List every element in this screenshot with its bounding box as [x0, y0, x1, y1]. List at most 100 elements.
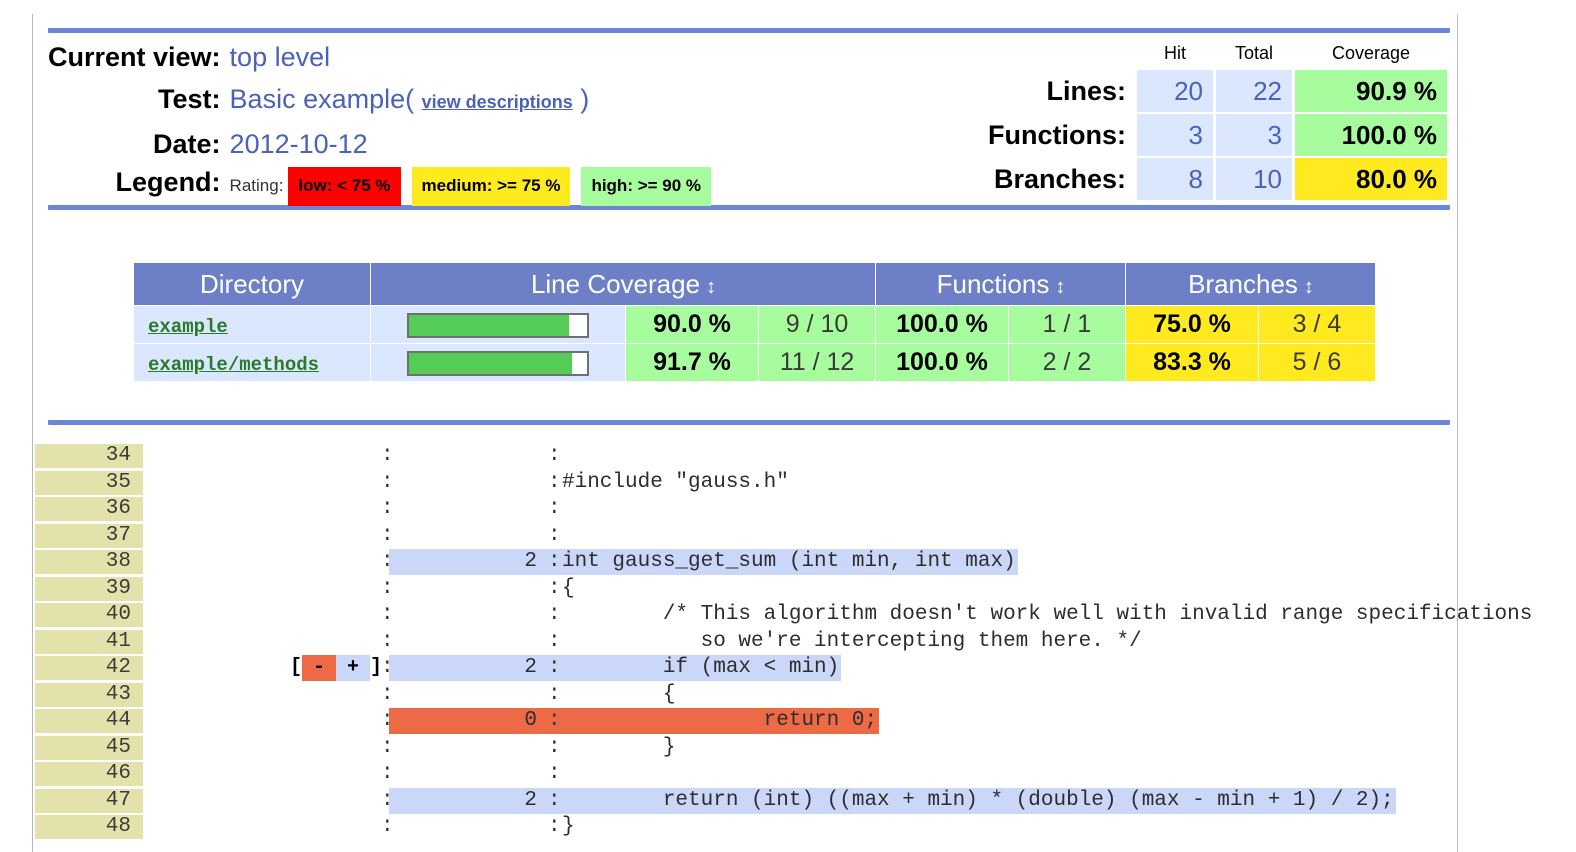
directory-link-example-methods[interactable]: example/methods — [148, 354, 320, 376]
functions-hit: 3 — [1137, 114, 1213, 156]
line-number: 46 — [35, 762, 143, 786]
line-coverage-pct: 90.0 % — [625, 305, 759, 344]
legend-medium: medium: >= 75 % — [411, 167, 571, 206]
test-label: Test: — [158, 84, 221, 114]
col-line-coverage[interactable]: Line Coverage↕ — [370, 262, 876, 306]
branch-separator: : — [381, 523, 394, 547]
summary-col-hit: Hit — [1164, 42, 1186, 63]
legend-label: Legend: — [115, 167, 221, 197]
branch-coverage-pct: 83.3 % — [1125, 343, 1259, 382]
summary-col-coverage: Coverage — [1331, 42, 1411, 63]
current-view-label: Current view: — [48, 42, 221, 72]
current-view-value: top level — [229, 42, 331, 72]
branches-total: 10 — [1216, 158, 1292, 200]
rating-caption: Rating: — [229, 176, 284, 195]
branch-separator: : — [381, 550, 394, 573]
col-functions-label: Functions — [936, 268, 1050, 299]
covered-line-highlight — [389, 787, 1396, 814]
source-line: 42[-+]:2: if (max < min) — [32, 655, 1576, 682]
paren-open: ( — [405, 84, 415, 114]
directory-coverage-table: Directory Line Coverage↕ Functions↕ Bran… — [133, 262, 1376, 382]
lines-total: 22 — [1216, 70, 1292, 112]
branch-bracket-open: [ — [289, 656, 302, 679]
report-meta-table: Current view: top level Test: Basic exam… — [48, 36, 722, 206]
coverage-bar-fill — [409, 314, 570, 336]
branch-separator: : — [381, 576, 394, 600]
line-coverage-bar-cell — [370, 343, 626, 382]
legend-values: Rating:low: < 75 % medium: >= 75 % high: >… — [230, 165, 722, 206]
page-border-left — [32, 14, 33, 852]
source-code-text: } — [562, 815, 575, 838]
summary-row-lines: Lines: 20 22 90.9 % — [987, 70, 1447, 112]
col-line-coverage-label: Line Coverage — [530, 268, 701, 299]
paren-close: ) — [580, 84, 590, 114]
summary-header-row: Hit Total Coverage — [987, 38, 1447, 68]
hit-count: 2 — [524, 550, 537, 573]
line-number: 40 — [35, 603, 143, 627]
summary-row-branches: Branches: 8 10 80.0 % — [987, 158, 1447, 200]
legend-low: low: < 75 % — [288, 167, 401, 206]
line-number: 43 — [35, 682, 143, 707]
hit-separator: : — [548, 523, 561, 547]
function-coverage-pct: 100.0 % — [875, 305, 1009, 344]
function-coverage-pct: 100.0 % — [875, 343, 1009, 382]
hit-separator: : — [548, 629, 561, 653]
source-code-text: #include "gauss.h" — [562, 470, 789, 494]
line-number: 44 — [35, 709, 143, 733]
source-line: 41:: so we're intercepting them here. */ — [32, 629, 1576, 656]
source-code-text: } — [562, 735, 676, 759]
test-name: Basic example — [229, 84, 406, 114]
branches-hit: 8 — [1137, 158, 1213, 200]
hit-count: 0 — [524, 709, 537, 732]
coverage-bar — [407, 312, 589, 338]
coverage-bar-fill — [409, 352, 573, 374]
col-branches[interactable]: Branches↕ — [1125, 262, 1376, 306]
branch-separator: : — [381, 788, 394, 812]
directory-cell[interactable]: example — [133, 305, 371, 344]
col-functions[interactable]: Functions↕ — [875, 262, 1126, 306]
hit-separator: : — [548, 603, 561, 626]
summary-col-total: Total — [1234, 42, 1274, 63]
line-number: 42 — [35, 656, 143, 680]
source-code-text: int gauss_get_sum (int min, int max) — [562, 550, 1016, 573]
hit-separator: : — [548, 735, 561, 759]
uncovered-line-highlight — [389, 708, 879, 734]
source-line: 44:0: return 0; — [32, 708, 1576, 735]
hit-separator: : — [548, 762, 561, 785]
hit-separator: : — [548, 656, 561, 679]
legend-high: high: >= 90 % — [581, 167, 712, 206]
branch-separator: : — [381, 762, 394, 785]
lines-label: Lines: — [1046, 75, 1126, 106]
view-descriptions-link[interactable]: view descriptions — [421, 92, 573, 112]
branches-label: Branches: — [993, 163, 1126, 194]
functions-label: Functions: — [988, 119, 1126, 150]
line-number: 35 — [35, 470, 143, 495]
branch-separator: : — [381, 444, 394, 467]
line-coverage-pct: 91.7 % — [625, 343, 759, 382]
branch-separator: : — [381, 629, 394, 653]
divider-middle — [48, 205, 1450, 210]
branch-separator: : — [381, 470, 394, 494]
directory-cell[interactable]: example/methods — [133, 343, 371, 382]
lines-coverage: 90.9 % — [1295, 70, 1447, 112]
col-directory[interactable]: Directory — [133, 262, 371, 306]
source-line: 40:: /* This algorithm doesn't work well… — [32, 602, 1576, 629]
branch-separator: : — [381, 815, 394, 838]
hit-count: 2 — [524, 788, 537, 812]
source-line: 35::#include "gauss.h" — [32, 470, 1576, 497]
covered-line-highlight — [389, 655, 842, 681]
branch-coverage-pct: 75.0 % — [1125, 305, 1259, 344]
hit-separator: : — [548, 576, 561, 600]
branch-markers: [-+] — [232, 655, 382, 681]
sort-icon-functions[interactable]: ↕ — [1055, 275, 1065, 298]
source-line: 43:: { — [32, 682, 1576, 709]
sort-icon-branches[interactable]: ↕ — [1303, 275, 1314, 298]
date-label: Date: — [153, 129, 221, 159]
branch-separator: : — [381, 682, 394, 706]
directory-link-example[interactable]: example — [148, 316, 228, 338]
source-code-text: { — [562, 682, 676, 706]
source-line: 39::{ — [32, 576, 1576, 603]
source-code-text: /* This algorithm doesn't work well with… — [562, 603, 1533, 626]
hit-separator: : — [548, 682, 561, 706]
sort-icon-line[interactable]: ↕ — [706, 275, 716, 298]
